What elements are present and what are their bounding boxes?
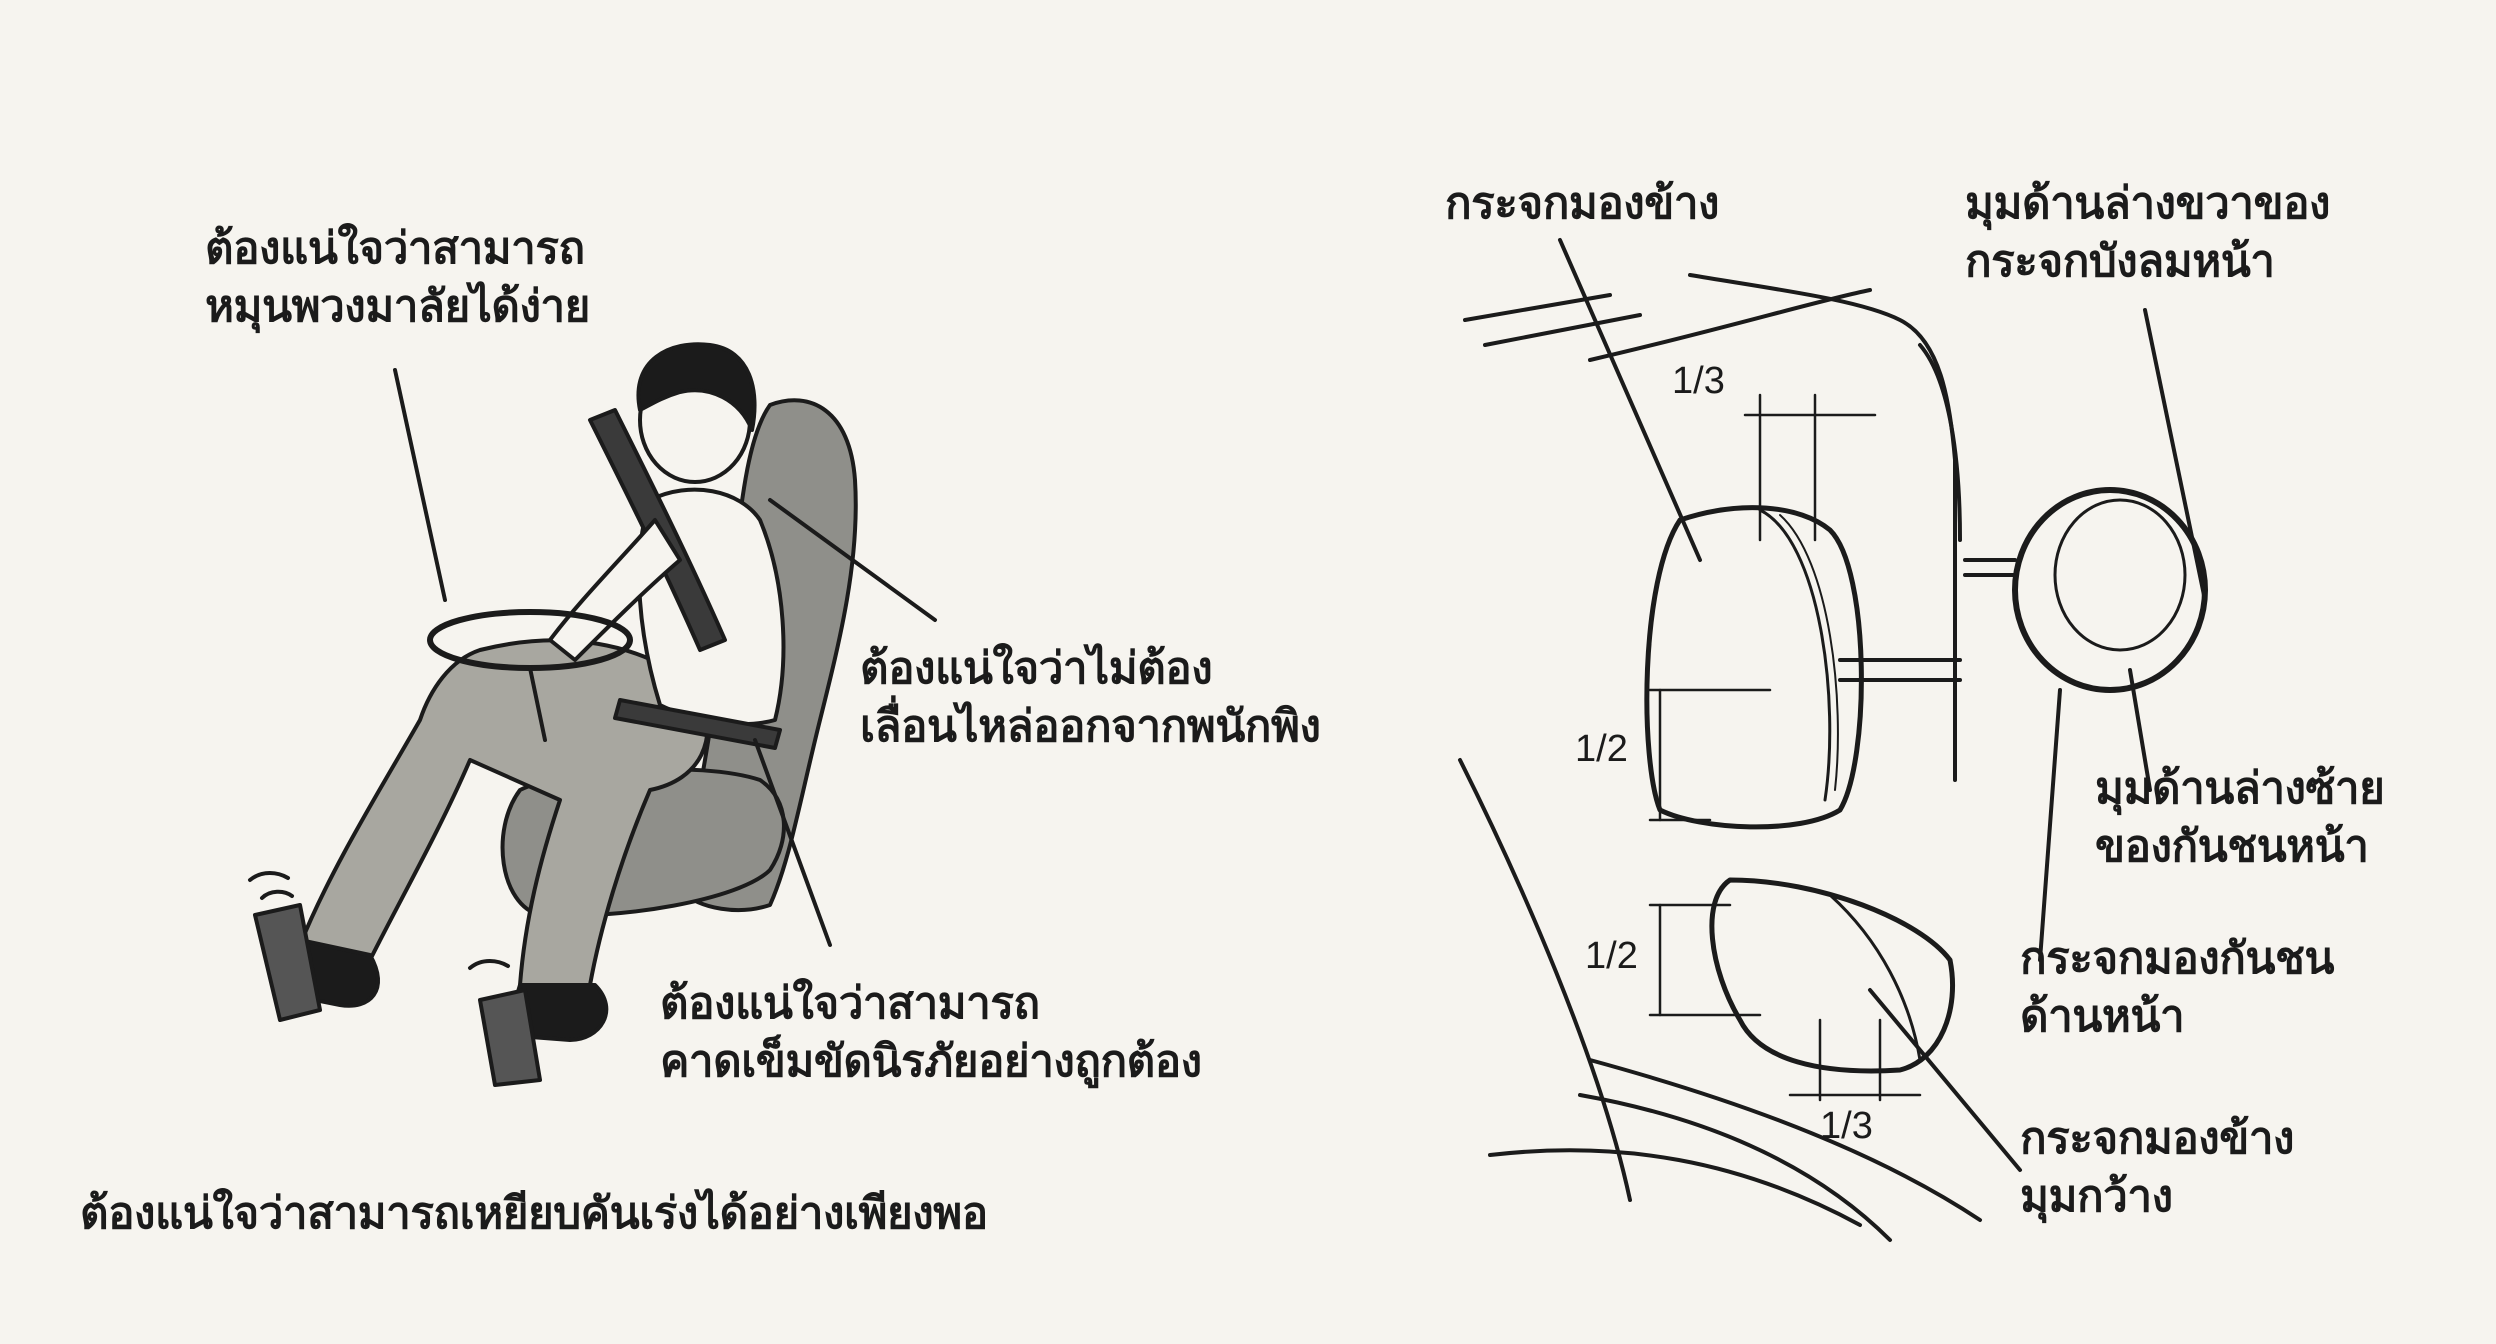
leader-steering	[393, 368, 447, 602]
bumper-mirror-line-1: กระจกมองกันชน	[2020, 933, 2334, 984]
steering-note-line-1: ต้องแน่ใจว่าสามารถ	[205, 223, 585, 274]
shoulder-note-line-1: ต้องแน่ใจว่าไม่ต้อง	[860, 643, 1213, 694]
bumper-mirror-label: กระจกมองกันชน ด้านหน้า	[2020, 930, 2334, 1046]
side-mirror	[1644, 505, 1864, 830]
dimension-lines	[1648, 393, 1922, 1102]
shoulder-note-line-2: เลื่อนไหล่ออกจากพนักพิง	[860, 701, 1321, 752]
leader-seatbelt	[753, 738, 832, 947]
leader-side-mirror	[1558, 238, 1702, 562]
dim-lower-half: 1/2	[1585, 935, 1638, 977]
dim-bottom-third: 1/3	[1820, 1105, 1873, 1147]
windshield-corner-line-1: มุมด้านล่างขวาของ	[1965, 178, 2331, 229]
bumper-corner-line-2: ของกันชนหน้า	[2095, 821, 2369, 872]
wide-mirror-line-1: กระจกมองข้าง	[2020, 1113, 2295, 1164]
wide-mirror-label: กระจกมองข้าง มุมกว้าง	[2020, 1110, 2295, 1226]
wide-mirror-line-2: มุมกว้าง	[2020, 1171, 2173, 1222]
seatbelt-note-line-1: ต้องแน่ใจว่าสามารถ	[660, 978, 1040, 1029]
steering-note-line-2: หมุนพวงมาลัยได้ง่าย	[205, 281, 590, 332]
seatbelt-note-line-2: คาดเข็มขัดนิรภัยอย่างถูกต้อง	[660, 1036, 1202, 1087]
dim-upper-half: 1/2	[1575, 728, 1628, 770]
arm	[548, 518, 682, 662]
windshield-corner-label: มุมด้านล่างขวาของ กระจกบังลมหน้า	[1965, 175, 2331, 291]
leader-shoulder	[768, 498, 937, 622]
bumper-corner-label: มุมด้านล่างซ้าย ของกันชนหน้า	[2095, 760, 2385, 876]
shoulder-note: ต้องแน่ใจว่าไม่ต้อง เลื่อนไหล่ออกจากพนัก…	[860, 640, 1321, 756]
vehicle-body	[1458, 273, 2017, 1242]
pedal-note-text: ต้องแน่ใจว่าสามารถเหยียบคันเร่งได้อย่างเ…	[80, 1188, 988, 1239]
wide-angle-mirror	[1709, 877, 1956, 1074]
leader-bumper-mirror	[2038, 688, 2062, 962]
side-mirror-label-text: กระจกมองข้าง	[1445, 178, 1720, 229]
windshield-corner-line-2: กระจกบังลมหน้า	[1965, 236, 2275, 287]
lap-belt	[613, 698, 782, 750]
seatbelt-note: ต้องแน่ใจว่าสามารถ คาดเข็มขัดนิรภัยอย่าง…	[660, 975, 1202, 1091]
hair	[636, 342, 757, 432]
driver-figure	[248, 342, 858, 1087]
pedal-note: ต้องแน่ใจว่าสามารถเหยียบคันเร่งได้อย่างเ…	[80, 1185, 988, 1243]
brake-pedal	[478, 988, 542, 1087]
leader-windshield-corner	[2143, 308, 2207, 602]
leader-wide-mirror	[1868, 988, 2022, 1172]
bumper-corner-line-1: มุมด้านล่างซ้าย	[2095, 763, 2385, 814]
steering-note: ต้องแน่ใจว่าสามารถ หมุนพวงมาลัยได้ง่าย	[205, 220, 590, 336]
accelerator-pedal	[253, 903, 322, 1022]
side-mirror-label: กระจกมองข้าง	[1445, 175, 1720, 233]
bumper-mirror	[2012, 487, 2208, 693]
dim-top-third: 1/3	[1672, 360, 1725, 402]
leader-bumper-corner	[2128, 668, 2152, 792]
bumper-mirror-line-2: ด้านหน้า	[2020, 991, 2185, 1042]
